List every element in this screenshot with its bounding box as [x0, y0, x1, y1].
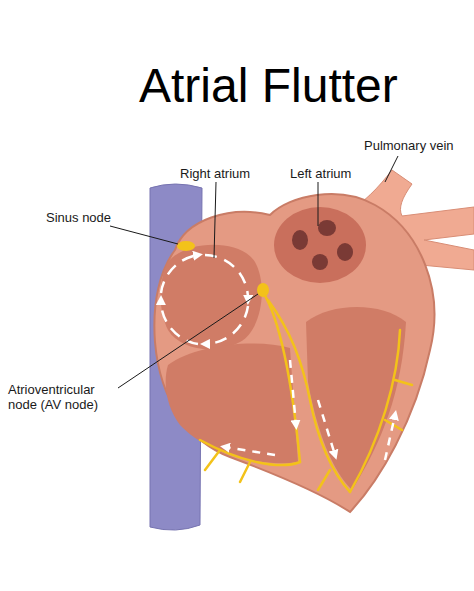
leader-line — [110, 156, 398, 388]
right-atrium-chamber — [161, 245, 262, 349]
left-atrium-chamber — [274, 207, 366, 283]
part-label: Atrioventricular node (AV node) — [8, 382, 120, 412]
conduction-system — [200, 292, 412, 492]
sinus-node — [177, 241, 195, 251]
flutter-circuit — [161, 255, 248, 344]
part-label: Right atrium — [180, 166, 250, 181]
left-ventricle — [306, 307, 406, 490]
right-ventricle — [166, 343, 298, 463]
diagram-title: Atrial Flutter — [139, 58, 398, 113]
part-label: Sinus node — [46, 210, 111, 225]
heart-wall — [154, 194, 434, 512]
vein-opening — [337, 243, 353, 261]
av-node — [257, 283, 269, 297]
vein-opening — [312, 254, 328, 270]
vein-opening — [318, 220, 336, 236]
part-label: Left atrium — [290, 166, 351, 181]
part-label: Pulmonary vein — [364, 138, 454, 153]
vein-opening — [292, 230, 308, 250]
impulse-arrows — [225, 360, 395, 460]
